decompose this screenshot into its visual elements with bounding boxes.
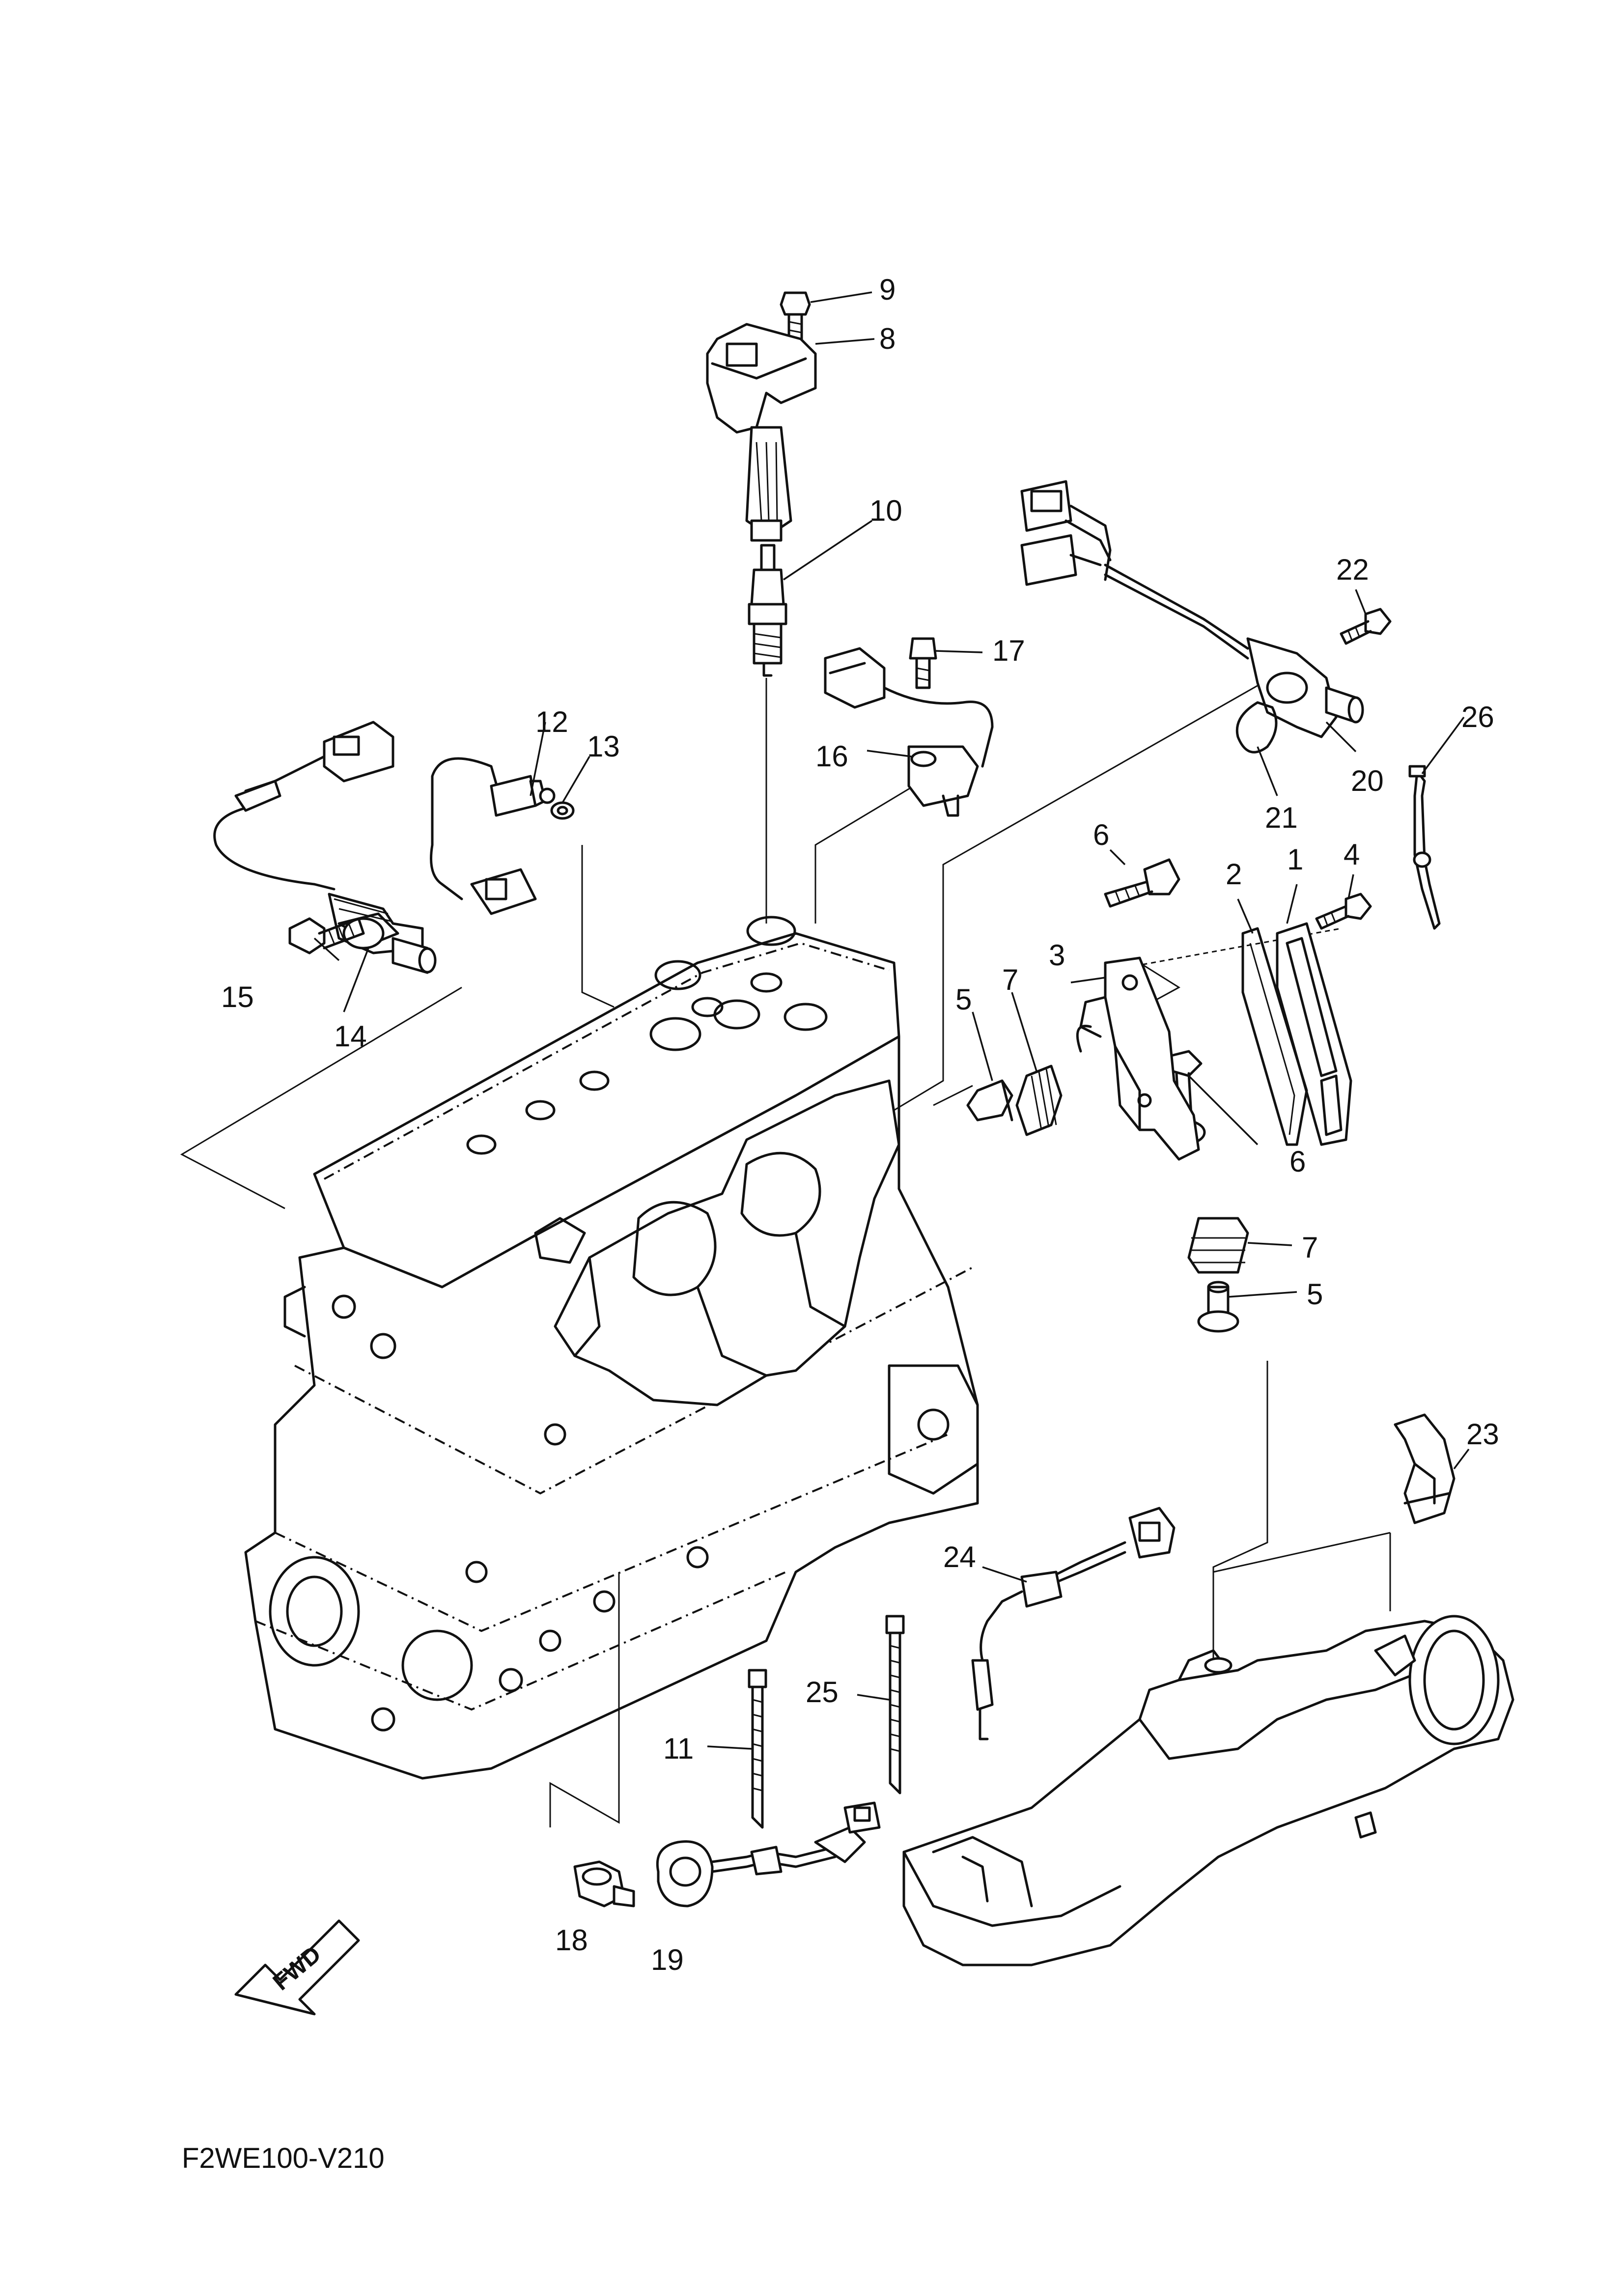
callout-numbers: 1 2 3 4 5 5 6 6 7 7 8 9 10 11 12 13 14 1… xyxy=(221,273,1499,1976)
callout-6-lower: 6 xyxy=(1289,1145,1306,1178)
callout-7-upper: 7 xyxy=(1002,963,1018,996)
part-12-temp-sensor xyxy=(430,757,556,915)
callout-8: 8 xyxy=(879,322,896,355)
callout-20: 20 xyxy=(1351,764,1384,797)
part-18-oil-pressure-switch xyxy=(573,1860,635,1907)
callout-1: 1 xyxy=(1287,843,1303,876)
callout-13: 13 xyxy=(587,730,620,763)
fwd-arrow-icon xyxy=(234,1919,360,2016)
part-25-cable-tie xyxy=(885,1615,905,1795)
callout-9: 9 xyxy=(879,273,896,306)
callout-14: 14 xyxy=(334,1020,367,1053)
callout-leaders xyxy=(313,291,1470,1750)
part-24-temp-sensor xyxy=(971,1507,1176,1740)
callout-5-lower: 5 xyxy=(1307,1278,1323,1311)
part-7-grommet-lower xyxy=(1187,1217,1249,1274)
part-17-bolt xyxy=(909,637,937,689)
callout-7-lower: 7 xyxy=(1302,1231,1318,1264)
callout-18: 18 xyxy=(555,1924,588,1957)
callout-22: 22 xyxy=(1336,553,1369,586)
callout-19: 19 xyxy=(651,1943,684,1976)
part-16-cam-sensor xyxy=(824,647,994,817)
callout-10: 10 xyxy=(869,494,902,527)
engine-block xyxy=(244,916,979,1780)
part-23-clamp xyxy=(1394,1413,1456,1524)
part-7-grommet-upper xyxy=(1015,1065,1063,1136)
part-9-bolt xyxy=(780,291,811,340)
part-11-cable-tie xyxy=(748,1669,767,1829)
callout-21: 21 xyxy=(1265,801,1298,834)
part-10-spark-plug xyxy=(748,544,787,677)
callout-11: 11 xyxy=(663,1732,694,1765)
callout-6-upper: 6 xyxy=(1093,818,1109,851)
part-5-collar-lower xyxy=(1197,1281,1239,1333)
callout-5-upper: 5 xyxy=(955,983,972,1016)
part-2-gasket xyxy=(1241,927,1308,1146)
callout-4: 4 xyxy=(1344,838,1360,871)
part-3-bracket xyxy=(1076,956,1200,1161)
part-22-bolt xyxy=(1340,608,1392,645)
exhaust-manifold xyxy=(902,1615,1514,1966)
callout-25: 25 xyxy=(806,1676,839,1709)
callout-15: 15 xyxy=(221,981,254,1013)
part-14-o2-sensor xyxy=(213,721,437,974)
callout-17: 17 xyxy=(992,634,1025,667)
callout-16: 16 xyxy=(815,740,848,773)
part-21-o-ring xyxy=(1235,701,1278,754)
part-20-speed-sensor xyxy=(1020,480,1364,738)
part-26-wire-band xyxy=(1408,765,1441,930)
diagram-code: F2WE100-V210 xyxy=(182,2142,385,2174)
part-1-gasket xyxy=(1276,922,1352,1146)
callout-26: 26 xyxy=(1461,701,1494,733)
part-6-bolt-upper xyxy=(1104,858,1180,908)
callout-23: 23 xyxy=(1466,1418,1499,1451)
callout-24: 24 xyxy=(943,1541,976,1573)
part-13-washer xyxy=(550,801,575,820)
part-5-collar-upper xyxy=(966,1079,1013,1122)
part-8-ignition-coil xyxy=(706,323,817,542)
part-19-knock-sensor xyxy=(656,1801,881,1907)
callout-3: 3 xyxy=(1049,939,1065,972)
part-15-bolt xyxy=(288,917,365,954)
callout-2: 2 xyxy=(1226,858,1242,891)
part-4-bolt xyxy=(1315,893,1372,930)
callout-12: 12 xyxy=(535,705,568,738)
assembly-lines xyxy=(180,678,1391,1827)
